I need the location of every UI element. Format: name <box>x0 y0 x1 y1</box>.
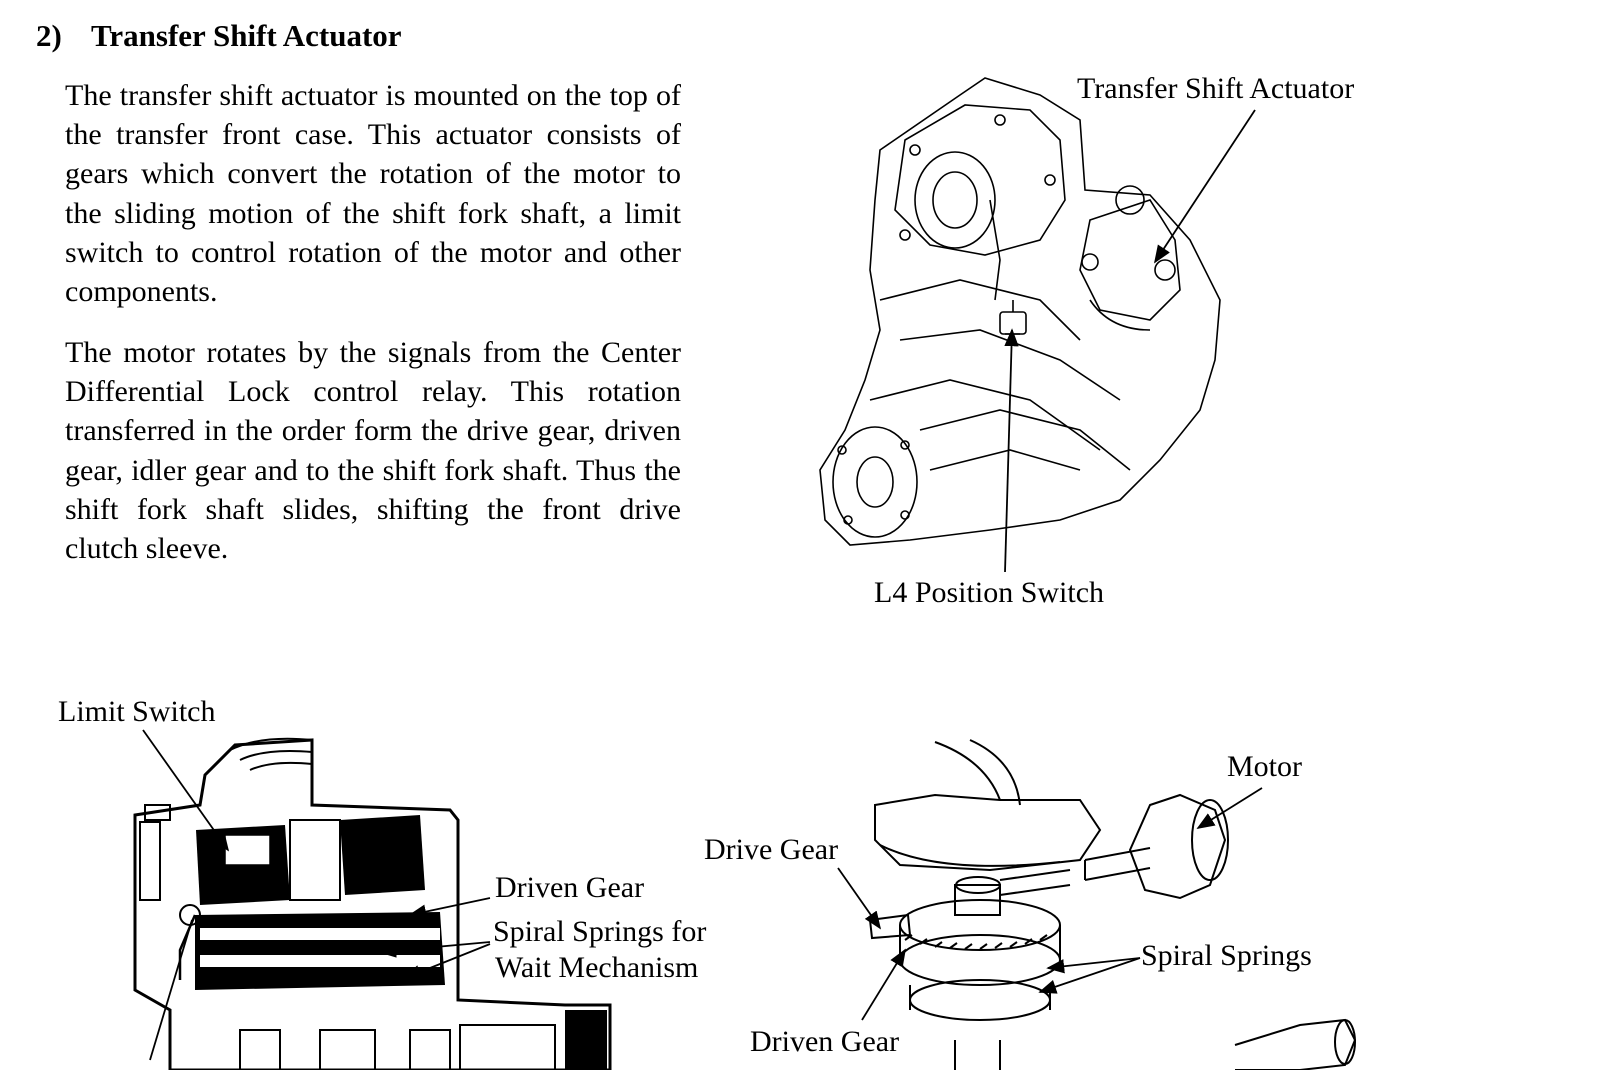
label-driven-gear-right: Driven Gear <box>750 1025 900 1058</box>
label-spiral-springs-wait-line1: Spiral Springs for <box>493 915 707 948</box>
label-motor: Motor <box>1227 750 1302 783</box>
actuator-cross-section-drawing <box>133 737 612 1070</box>
label-spiral-springs: Spiral Springs <box>1141 939 1312 972</box>
label-limit-switch: Limit Switch <box>58 695 216 728</box>
paragraph-actuator-description: The transfer shift actuator is mounted o… <box>65 79 681 309</box>
gear-exploded-drawing <box>868 739 1357 1070</box>
label-l4-position-switch: L4 Position Switch <box>874 576 1105 609</box>
section-heading: 2) Transfer Shift Actuator <box>36 18 402 54</box>
paragraph-motor-operation: The motor rotates by the signals from th… <box>65 336 681 566</box>
label-transfer-shift-actuator: Transfer Shift Actuator <box>1077 72 1355 105</box>
label-spiral-springs-wait-line2: Wait Mechanism <box>495 951 699 984</box>
label-driven-gear-left: Driven Gear <box>495 871 645 904</box>
section-number: 2) <box>36 18 62 53</box>
label-drive-gear: Drive Gear <box>704 833 839 866</box>
section-title: Transfer Shift Actuator <box>91 18 402 53</box>
transfer-case-drawing <box>819 77 1221 546</box>
